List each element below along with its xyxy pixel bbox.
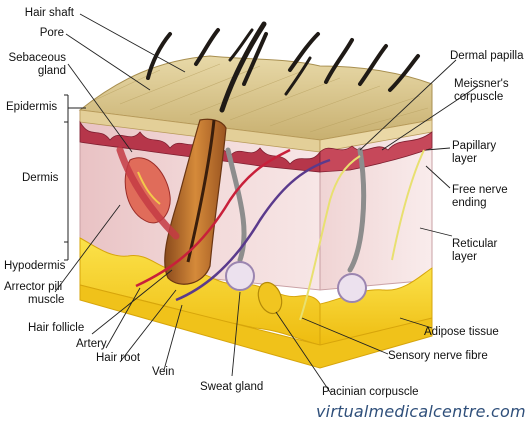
layer-brackets (64, 94, 69, 261)
artery-vessel (135, 148, 291, 288)
surface-texture (94, 63, 429, 133)
label-hair-shaft: Hair shaft (24, 7, 74, 19)
label-free-nerve-ending: Free nerve ending (452, 184, 508, 209)
watermark: virtualmedicalcentre.com© (316, 402, 525, 421)
label-pacinian-corpuscle: Pacinian corpuscle (322, 386, 419, 398)
watermark-text: virtualmedicalcentre.com (316, 402, 525, 421)
leader-lines (54, 13, 479, 393)
label-sensory-nerve-fibre: Sensory nerve fibre (388, 350, 488, 362)
label-hair-root: Hair root (96, 352, 141, 364)
label-meissners-corpuscle: Meissner's corpuscle (454, 78, 509, 103)
hair-inside-follicle (186, 119, 216, 263)
hair-follicle (164, 118, 227, 285)
papillary-layer-right (319, 131, 433, 173)
sensory-nerve (299, 155, 361, 321)
vein-vessel (175, 158, 331, 302)
free-nerve-ending-line (391, 149, 425, 261)
label-sweat-gland: Sweat gland (200, 381, 264, 393)
hairs (146, 28, 420, 96)
label-adipose-tissue: Adipose tissue (424, 326, 499, 338)
label-papillary-layer: Papillary layer (452, 140, 497, 165)
label-dermis: Dermis (22, 172, 59, 184)
label-sebaceous-gland: Sebaceous gland (8, 52, 66, 77)
label-hypodermis: Hypodermis (4, 260, 66, 272)
sweat-gland-right (337, 147, 367, 303)
label-arrector-pili-muscle: Arrector pili muscle (4, 281, 65, 306)
adipose-base (79, 284, 433, 369)
label-hair-follicle: Hair follicle (28, 322, 85, 334)
label-dermal-papilla: Dermal papilla (450, 50, 524, 62)
label-reticular-layer: Reticular layer (452, 238, 498, 263)
label-epidermis: Epidermis (6, 101, 58, 113)
label-artery: Artery (76, 338, 107, 350)
label-vein: Vein (152, 366, 175, 378)
long-hair-shaft (219, 21, 267, 113)
label-pore: Pore (39, 27, 64, 39)
pacinian-corpuscle-shape (257, 281, 283, 315)
sweat-gland-left (225, 147, 255, 291)
arrector-pili-muscle (116, 146, 180, 240)
